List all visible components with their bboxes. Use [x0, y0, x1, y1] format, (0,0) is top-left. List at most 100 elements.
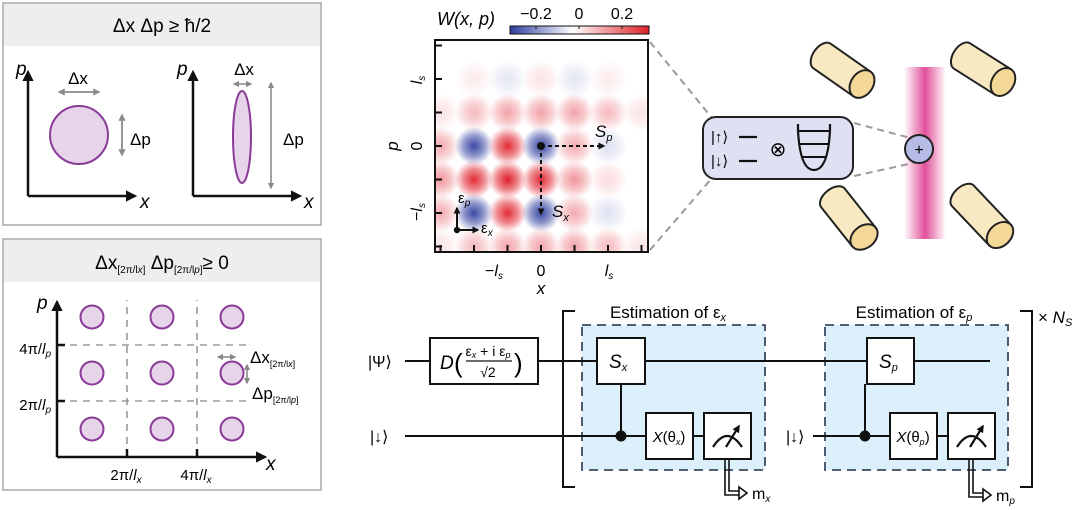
eps-p-label: εp: [458, 190, 471, 209]
wigner-peak: [455, 127, 493, 165]
ion-charge: +: [914, 142, 923, 159]
wigner-peak: [555, 160, 594, 199]
wigner-peak: [488, 93, 527, 132]
xtick-zero: 0: [537, 263, 546, 280]
wigner-peak: [589, 227, 627, 252]
wigner-peak: [488, 60, 527, 98]
electrode-top-right: [949, 41, 1017, 97]
phase-space-squeezed: p x Δx Δp: [176, 59, 315, 213]
wigner-peak: [522, 60, 560, 98]
coherent-state-circle: [49, 105, 109, 165]
origin-dot: [537, 142, 545, 150]
grid-state-circle: [149, 360, 175, 386]
wigner-ylabel: p: [383, 141, 402, 151]
wigner-ticks: [435, 44, 643, 252]
x-axis-label: x: [265, 454, 277, 475]
wigner-peak: [435, 127, 460, 165]
ytick-pos-ls: ls: [409, 76, 428, 85]
x-axis-label: x: [139, 192, 151, 213]
p-axis-label: p: [15, 59, 27, 80]
spin-down-ket: |↓⟩: [711, 153, 728, 170]
dx-mod-label: Δx[2π/lx]: [250, 348, 295, 369]
svg-text:): ): [514, 348, 523, 378]
tensor-product-symbol: ⊗: [770, 139, 787, 161]
wigner-peak: [435, 160, 460, 199]
wigner-peak: [455, 93, 493, 132]
sx-gate: [596, 337, 646, 385]
modular-grid: [57, 300, 250, 457]
grid-state-circle: [219, 304, 245, 330]
wigner-peak: [435, 93, 460, 132]
measurement-p: mp: [947, 412, 1015, 507]
rotation-x-gate: [645, 412, 694, 460]
wigner-peak: [435, 194, 460, 232]
displacement-gate: D ( εx + i εp √2 ): [429, 337, 539, 385]
wigner-peak: [388, 161, 426, 199]
wigner-peak: [589, 93, 627, 132]
control-dot-p: [859, 430, 871, 442]
repeat-count: × NS: [1038, 308, 1073, 329]
wigner-peak: [555, 93, 594, 132]
dx-label: Δx: [68, 69, 88, 88]
spin-motion-box: [702, 116, 854, 180]
wigner-peak: [589, 60, 627, 98]
ion: [904, 134, 934, 164]
ancilla-ket-2: |↓⟩: [786, 429, 804, 446]
wigner-peak: [488, 194, 527, 232]
phase-space-coherent: p x Δx Δp: [15, 59, 151, 213]
spin-up-ket: |↑⟩: [711, 129, 728, 146]
wigner-peak: [488, 227, 527, 252]
ytick-neg-ls: −ls: [409, 203, 428, 221]
wigner-heatmap: [388, 40, 648, 252]
meter-icon: [956, 434, 987, 448]
mx-label: mx: [752, 486, 771, 505]
ion-trap: |↑⟩ |↓⟩ ⊗ +: [702, 41, 1017, 251]
wigner-peak: [589, 194, 627, 232]
eps-x-label: εx: [481, 220, 494, 239]
wigner-peak: [488, 160, 527, 199]
wigner-peak: [555, 60, 594, 98]
repeat-bracket-right: [1020, 310, 1033, 488]
ytick-zero: 0: [409, 141, 426, 150]
xtick-label-4pi: 4π/lx: [180, 467, 212, 486]
sp-label: Sp: [595, 122, 612, 144]
wigner-plot: W(x, p) −0.2 0 0.2 Sp Sx εp εx −ls 0 ls …: [383, 6, 650, 298]
wigner-peak: [589, 160, 627, 199]
grid-state-circle: [79, 304, 105, 330]
rotation-p-gate: [889, 412, 938, 460]
colorbar-tick-neg: −0.2: [520, 6, 552, 23]
sx-label: Sx: [552, 202, 569, 224]
xtick-label-2pi: 2π/lx: [110, 467, 142, 486]
grid-state-circle: [79, 360, 105, 386]
dx-label: Δx: [234, 60, 254, 79]
wigner-peak: [555, 127, 594, 165]
wigner-peak: [455, 160, 493, 199]
sx-gate-label: Sx: [609, 352, 628, 374]
wigner-peak: [488, 127, 527, 165]
quantum-circuit: Estimation of εx Estimation of εp |Ψ⟩ |↓…: [368, 303, 1073, 507]
measurement-x: mx: [703, 412, 771, 505]
meter-icon: [712, 434, 743, 448]
mp-label: mp: [996, 488, 1015, 507]
grid-state-circle: [79, 416, 105, 442]
control-dot-x: [615, 430, 627, 442]
svg-text:D: D: [440, 353, 454, 374]
panel-heisenberg: Δx Δp ≥ ħ/2 p x Δx Δp p x Δx Δp: [2, 2, 322, 226]
dp-label: Δp: [283, 130, 304, 149]
grid-state-circle: [149, 304, 175, 330]
wigner-peak: [622, 93, 648, 132]
panel-modular: Δx[2π/lx] Δp[2π/lp]≥ 0 p x 4π/lp 2π/lp 2…: [2, 238, 322, 491]
displacement-numerator: εx + i εp: [466, 343, 511, 360]
xtick-pos-ls: ls: [605, 263, 614, 282]
sp-gate-label: Sp: [879, 352, 898, 374]
wigner-title: W(x, p): [437, 9, 495, 29]
wigner-peak: [555, 227, 594, 252]
electrode-bottom-left: [818, 185, 879, 251]
colorbar-tick-pos: 0.2: [611, 6, 633, 23]
displacement-denominator: √2: [480, 364, 496, 380]
colorbar-tick-zero: 0: [575, 6, 584, 23]
wigner-peak: [522, 160, 560, 199]
sp-gate: [866, 337, 915, 385]
heisenberg-title: Δx Δp ≥ ħ/2: [113, 16, 211, 37]
